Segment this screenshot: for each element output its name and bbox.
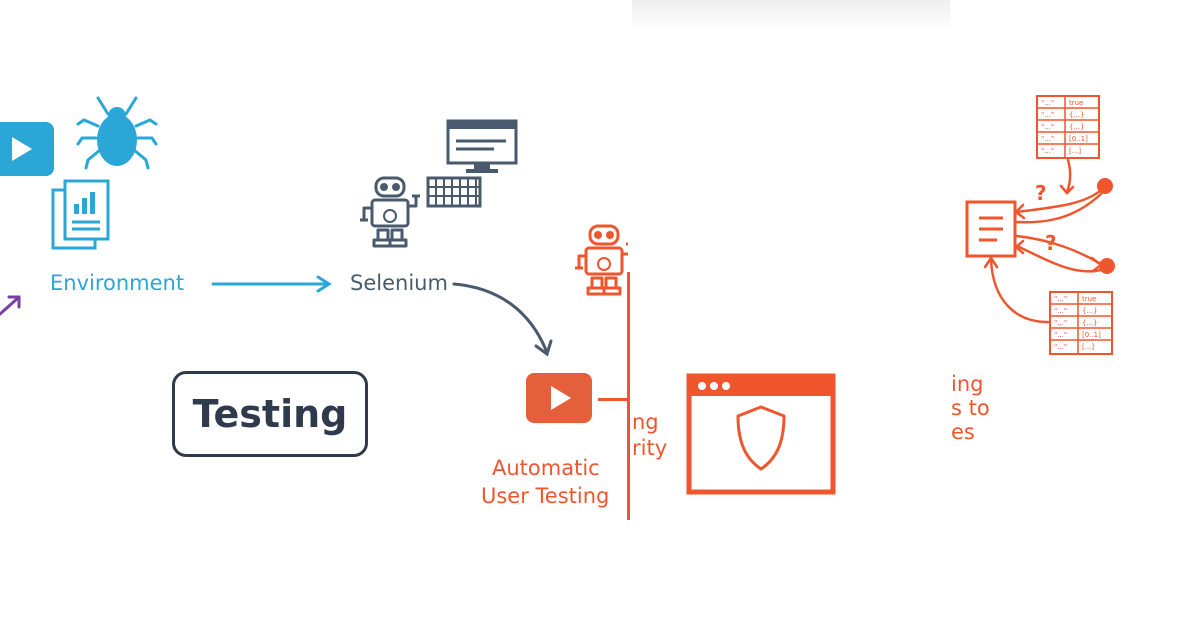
play-icon — [0, 122, 54, 176]
robot-icon — [360, 176, 420, 248]
shield-browser-icon — [686, 373, 836, 495]
table-top-cell: {...} — [1069, 123, 1085, 131]
table-top-cell: "..." — [1041, 111, 1054, 119]
table-bottom-cell: [0..1] — [1082, 331, 1101, 339]
table-top-h1: "..." — [1041, 99, 1054, 107]
testing-box: Testing — [172, 371, 368, 457]
automatic-line2: User Testing — [481, 484, 610, 508]
top-shade — [632, 0, 950, 30]
vertical-divider — [627, 272, 630, 520]
monitor-icon — [446, 119, 518, 173]
bug-icon — [76, 96, 158, 170]
robot-icon — [575, 224, 628, 296]
right-partial-line1: ing — [951, 372, 984, 396]
table-bottom-cell: "..." — [1054, 331, 1067, 339]
orange-robot-container — [574, 222, 628, 298]
table-top-cell: {...} — [1069, 111, 1085, 119]
table-bottom-cell: {...} — [1082, 307, 1098, 315]
table-top-cell: "..." — [1041, 123, 1054, 131]
question-mark: ? — [1045, 231, 1057, 255]
table-bottom-h2: true — [1082, 295, 1096, 303]
table-bottom-cell: {...} — [1082, 319, 1098, 327]
security-partial-line2: rity — [632, 436, 668, 460]
table-top-cell: "..." — [1041, 147, 1054, 155]
question-mark: ? — [1035, 181, 1047, 205]
table-top-h2: true — [1069, 99, 1083, 107]
security-partial-line1: ng — [632, 410, 659, 434]
data-table-bottom: "..." true "..." {...} "..." {...} "..."… — [1049, 291, 1113, 355]
data-flow-diagram: "..." true "..." {...} "..." {...} "..."… — [965, 95, 1115, 355]
table-bottom-cell: [...] — [1082, 343, 1094, 351]
table-bottom-cell: "..." — [1054, 343, 1067, 351]
selenium-label: Selenium — [350, 271, 448, 295]
selenium-to-automatic-arrow — [452, 282, 553, 357]
document-chart-icon — [51, 179, 110, 250]
play-connector — [598, 398, 627, 401]
endpoint-dot — [1099, 258, 1115, 274]
play-icon — [526, 373, 592, 423]
keyboard-icon — [426, 176, 482, 208]
table-top-cell: "..." — [1041, 135, 1054, 143]
environment-label: Environment — [50, 271, 185, 295]
automatic-line1: Automatic — [492, 456, 600, 480]
table-top-cell: [...] — [1069, 147, 1081, 155]
table-bottom-h1: "..." — [1054, 295, 1067, 303]
table-bottom-cell: "..." — [1054, 319, 1067, 327]
table-top-cell: [0..1] — [1069, 135, 1088, 143]
table-bottom-cell: "..." — [1054, 307, 1067, 315]
purple-arrow — [0, 295, 21, 316]
environment-to-selenium-arrow — [211, 275, 332, 293]
right-partial-line3: es — [951, 420, 975, 444]
right-partial-line2: s to — [951, 396, 990, 420]
data-table-top: "..." true "..." {...} "..." {...} "..."… — [1036, 95, 1100, 159]
document-icon — [965, 200, 1017, 258]
